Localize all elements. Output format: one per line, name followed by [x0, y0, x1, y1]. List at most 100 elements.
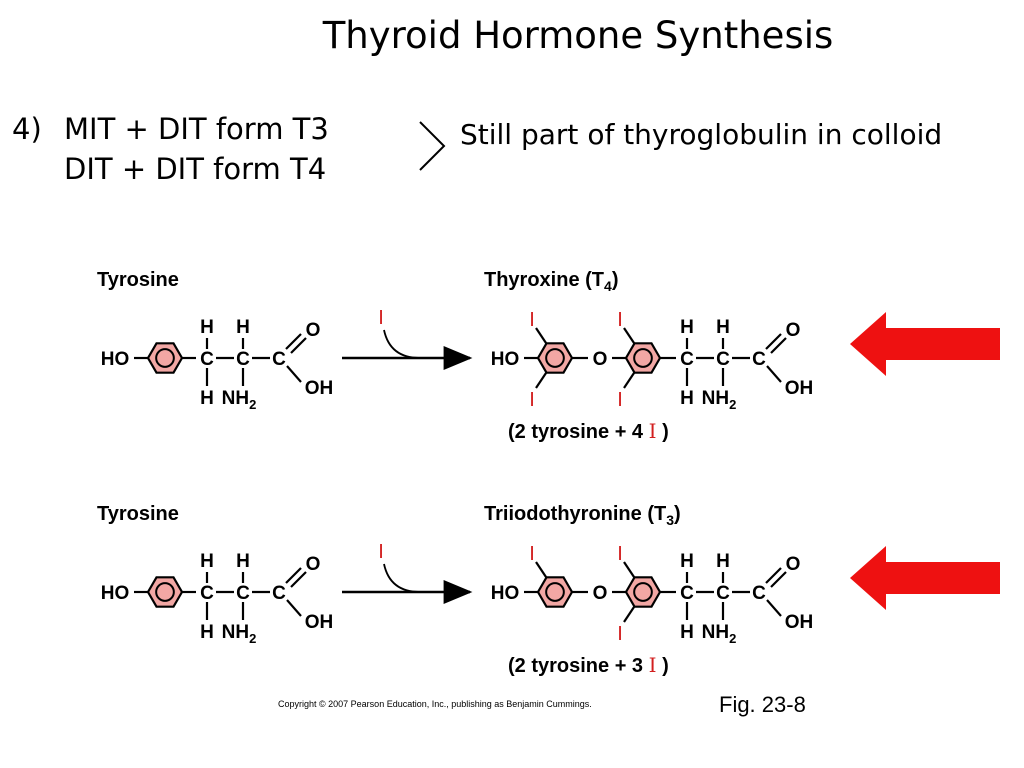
bond — [766, 599, 782, 617]
step-line-mit-dit: MIT + DIT form T3 — [64, 112, 329, 146]
double-bond — [765, 333, 782, 350]
bond — [766, 365, 782, 383]
double-bond — [285, 333, 302, 350]
iodine-atom: I — [529, 389, 535, 411]
ether-oxygen-atom: O — [593, 349, 608, 370]
carbon-alpha-atom: C — [200, 583, 214, 604]
amino-group: NH2 — [222, 388, 257, 412]
outer-ring-aromatic — [545, 348, 565, 368]
tyrosine-ring — [146, 576, 184, 608]
carbon-beta-atom: C — [716, 349, 730, 370]
double-bond — [285, 567, 302, 584]
carbonyl-oxygen-atom: O — [786, 554, 801, 575]
product-close-paren: ) — [612, 269, 619, 291]
carbon-beta-atom: C — [236, 583, 250, 604]
stoichiometry-caption: (2 tyrosine + 3 I ) — [508, 653, 669, 677]
bond — [286, 599, 302, 617]
double-bond — [770, 337, 787, 354]
subscript-2: 2 — [249, 397, 256, 412]
carbonyl-oxygen-atom: O — [786, 320, 801, 341]
product-subscript: 4 — [604, 278, 612, 294]
iodine-atom: I — [378, 307, 384, 329]
carbon-alpha-atom: C — [680, 349, 694, 370]
subscript-2: 2 — [249, 631, 256, 646]
red-arrow-icon — [850, 546, 1000, 610]
iodine-atom: I — [617, 623, 623, 645]
double-bond — [765, 567, 782, 584]
bond — [535, 327, 547, 344]
outer-ring-aromatic — [545, 582, 565, 602]
caption-iodine: I — [649, 653, 657, 677]
carbon-alpha-atom: C — [200, 349, 214, 370]
bond — [623, 606, 635, 623]
hydroxyl-group: HO — [491, 349, 520, 370]
hydrogen-atom: H — [200, 622, 214, 643]
product-name: Thyroxine (T4) — [484, 269, 618, 294]
amino-group: NH2 — [702, 388, 737, 412]
subscript-2: 2 — [729, 397, 736, 412]
hydrogen-atom: H — [680, 551, 694, 572]
caption-iodine: I — [649, 419, 657, 443]
bond — [623, 372, 635, 389]
double-bond — [290, 337, 307, 354]
carboxyl-carbon-atom: C — [752, 583, 766, 604]
colloid-note: Still part of thyroglobulin in colloid — [460, 118, 943, 151]
iodine-atom: I — [529, 543, 535, 565]
bond — [286, 365, 302, 383]
carboxyl-carbon-atom: C — [752, 349, 766, 370]
carbon-beta-atom: C — [716, 583, 730, 604]
carboxyl-carbon-atom: C — [272, 583, 286, 604]
tyrosine-ring-aromatic — [155, 582, 175, 602]
hydroxyl-group: HO — [491, 583, 520, 604]
outer-ring — [536, 576, 574, 608]
hydroxyl-group: HO — [101, 349, 130, 370]
figure-number: Fig. 23-8 — [719, 692, 806, 717]
double-bond — [290, 571, 307, 588]
iodine-curved-arrow — [383, 563, 421, 593]
red-arrow-icon — [850, 312, 1000, 376]
carbon-alpha-atom: C — [680, 583, 694, 604]
iodine-atom: I — [529, 309, 535, 331]
slide-title: Thyroid Hormone Synthesis — [322, 14, 834, 57]
hydroxyl-group: OH — [305, 378, 334, 399]
bond — [623, 327, 635, 344]
iodine-atom: I — [378, 541, 384, 563]
tyrosine-ring-aromatic — [155, 348, 175, 368]
iodine-atom: I — [617, 543, 623, 565]
carbonyl-oxygen-atom: O — [306, 320, 321, 341]
bond — [535, 372, 547, 389]
double-bond — [770, 571, 787, 588]
hydroxyl-group: OH — [305, 612, 334, 633]
caption-close: ) — [657, 655, 669, 677]
hydrogen-atom: H — [680, 388, 694, 409]
reactant-name: Tyrosine — [97, 503, 179, 525]
hydrogen-atom: H — [236, 317, 250, 338]
subscript-2: 2 — [729, 631, 736, 646]
carbon-beta-atom: C — [236, 349, 250, 370]
stoichiometry-caption: (2 tyrosine + 4 I ) — [508, 419, 669, 443]
inner-ring — [624, 342, 662, 374]
carboxyl-carbon-atom: C — [272, 349, 286, 370]
bond — [535, 561, 547, 578]
hydroxyl-group: OH — [785, 378, 814, 399]
inner-ring-aromatic — [633, 582, 653, 602]
caption-close: ) — [657, 421, 669, 443]
inner-ring — [624, 576, 662, 608]
reactant-name: Tyrosine — [97, 269, 179, 291]
step-line-dit-dit: DIT + DIT form T4 — [64, 152, 327, 186]
inner-ring-aromatic — [633, 348, 653, 368]
iodine-curved-arrow — [383, 329, 421, 359]
carbonyl-oxygen-atom: O — [306, 554, 321, 575]
product-close-paren: ) — [674, 503, 681, 525]
outer-ring — [536, 342, 574, 374]
hydroxyl-group: HO — [101, 583, 130, 604]
hydroxyl-group: OH — [785, 612, 814, 633]
step-number: 4) — [12, 112, 42, 146]
iodine-atom: I — [617, 389, 623, 411]
hydrogen-atom: H — [200, 388, 214, 409]
hydrogen-atom: H — [680, 317, 694, 338]
amino-group: NH2 — [702, 622, 737, 646]
hydrogen-atom: H — [716, 551, 730, 572]
brace-icon — [419, 121, 446, 171]
